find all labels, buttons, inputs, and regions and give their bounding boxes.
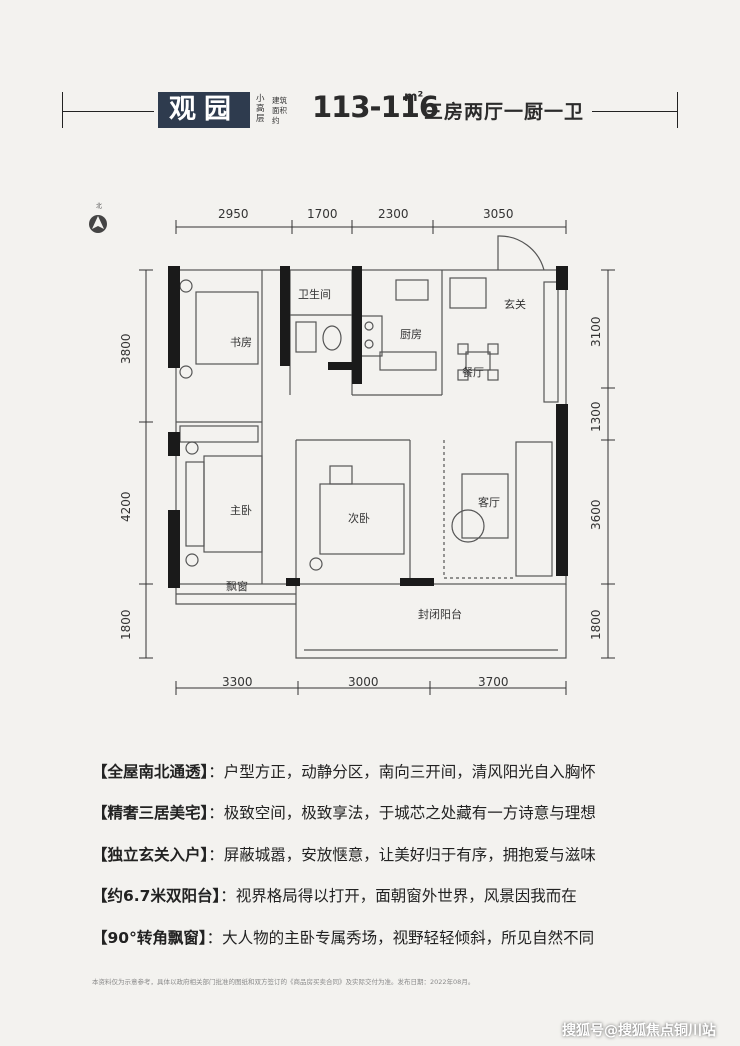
feature-2-text: ：极致空间，极致享法，于城芯之处藏有一方诗意与理想 bbox=[208, 804, 596, 822]
room-study: 书房 bbox=[230, 336, 252, 349]
feature-4-title: 【约6.7米双阳台】 bbox=[92, 887, 221, 905]
area-unit: m² bbox=[404, 90, 424, 105]
room-kitchen: 厨房 bbox=[400, 328, 422, 341]
dim-top-2: 1700 bbox=[307, 207, 338, 221]
feature-4-text: ：视界格局得以打开，面朝窗外世界，风景因我而在 bbox=[220, 887, 577, 905]
header-tick-left bbox=[62, 92, 63, 128]
layout-type: 三房两厅一厨一卫 bbox=[424, 101, 585, 123]
room-entry: 玄关 bbox=[504, 297, 526, 311]
feature-1-title: 【全屋南北通透】 bbox=[92, 763, 209, 781]
feature-1-text: ：户型方正，动静分区，南向三开间，清风阳光自入胸怀 bbox=[208, 763, 596, 781]
feature-5: 【90°转角飘窗】：大人物的主卧专属秀场，视野轻轻倾斜，所见自然不同 bbox=[92, 926, 594, 948]
feature-3: 【独立玄关入户】：屏蔽城嚣，安放惬意，让美好归于有序，拥抱爱与滋味 bbox=[92, 843, 596, 865]
dim-right-4: 1800 bbox=[589, 609, 603, 640]
dim-bottom-3: 3700 bbox=[478, 675, 509, 689]
project-name: 观园 bbox=[158, 92, 250, 128]
feature-5-text: ：大人物的主卧专属秀场，视野轻轻倾斜，所见自然不同 bbox=[206, 929, 595, 947]
structural-walls bbox=[168, 266, 568, 588]
feature-2: 【精奢三居美宅】：极致空间，极致享法，于城芯之处藏有一方诗意与理想 bbox=[92, 801, 596, 823]
header-line-left bbox=[62, 111, 154, 112]
feature-2-title: 【精奢三居美宅】 bbox=[92, 804, 209, 822]
feature-5-title: 【90°转角飘窗】 bbox=[92, 929, 207, 947]
dim-bottom-2: 3000 bbox=[348, 675, 379, 689]
floor-type: 小高层 bbox=[256, 94, 265, 124]
header-line-right bbox=[592, 111, 678, 112]
disclaimer: 本资料仅为示意参考，具体以政府相关部门批准的图纸和双方签订的《商品房买卖合同》及… bbox=[92, 978, 475, 986]
dim-top-4: 3050 bbox=[483, 207, 514, 221]
feature-4: 【约6.7米双阳台】：视界格局得以打开，面朝窗外世界，风景因我而在 bbox=[92, 884, 577, 906]
floor-plan: 北 2950 1700 2300 3050 3300 3000 3700 380… bbox=[89, 202, 615, 695]
dim-top-3: 2300 bbox=[378, 207, 409, 221]
room-bay: 飘窗 bbox=[226, 579, 248, 593]
compass-icon: 北 bbox=[89, 202, 107, 233]
room-living: 客厅 bbox=[478, 495, 500, 509]
room-bath: 卫生间 bbox=[298, 287, 331, 301]
room-dining: 餐厅 bbox=[462, 365, 484, 379]
room-master: 主卧 bbox=[230, 504, 252, 517]
dim-right-2: 1300 bbox=[589, 401, 603, 432]
dim-right-3: 3600 bbox=[589, 499, 603, 530]
dim-top-1: 2950 bbox=[218, 207, 249, 221]
dim-left-3: 1800 bbox=[119, 609, 133, 640]
compass-label: 北 bbox=[96, 202, 102, 210]
dimension-lines bbox=[139, 220, 615, 695]
room-balcony: 封闭阳台 bbox=[418, 607, 462, 621]
dim-left-2: 4200 bbox=[119, 491, 133, 522]
room-second: 次卧 bbox=[348, 511, 370, 525]
header-tick-right bbox=[677, 92, 678, 128]
dim-bottom-1: 3300 bbox=[222, 675, 253, 689]
area-value: 113-116 bbox=[312, 90, 439, 124]
dim-left-1: 3800 bbox=[119, 333, 133, 364]
feature-3-title: 【独立玄关入户】 bbox=[92, 846, 209, 864]
dim-right-1: 3100 bbox=[589, 316, 603, 347]
watermark: 搜狐号@搜狐焦点铜川站 bbox=[562, 1023, 716, 1039]
feature-3-text: ：屏蔽城嚣，安放惬意，让美好归于有序，拥抱爱与滋味 bbox=[208, 846, 596, 864]
feature-1: 【全屋南北通透】：户型方正，动静分区，南向三开间，清风阳光自入胸怀 bbox=[92, 760, 596, 782]
area-label: 建筑面积约 bbox=[272, 96, 287, 125]
